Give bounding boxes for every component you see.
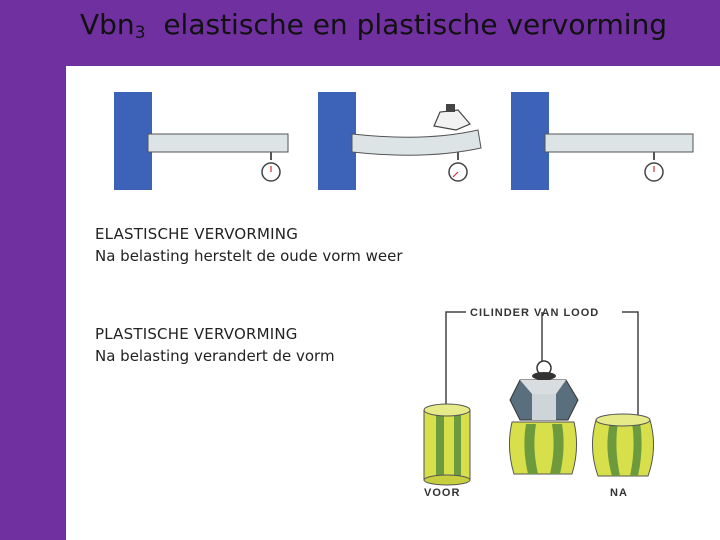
elastic-description: Na belasting herstelt de oude vorm weer xyxy=(95,247,403,265)
lead-cylinder-illustration: CILINDER VAN LOOD VOOR NA xyxy=(423,307,654,499)
label-cylinder-van-lood: CILINDER VAN LOOD xyxy=(470,307,599,319)
elastic-heading: ELASTISCHE VERVORMING xyxy=(95,225,299,243)
bracket-left xyxy=(445,311,466,408)
beam-panel-loaded xyxy=(318,92,482,190)
beam xyxy=(147,133,289,153)
wall xyxy=(114,92,152,190)
label-before: VOOR xyxy=(424,487,460,499)
cylinder-after xyxy=(592,413,654,477)
title-prefix: Vbn xyxy=(80,8,135,41)
weight xyxy=(433,109,471,131)
beam-panel-restored xyxy=(511,92,694,190)
cylinder-before xyxy=(423,403,471,486)
bracket-right xyxy=(622,311,639,416)
beam xyxy=(544,133,694,153)
cylinder-pressed xyxy=(508,360,579,475)
title-text: elastische en plastische vervorming xyxy=(163,8,668,41)
bent-beam xyxy=(351,129,482,156)
slide-title: Vbn3 elastische en plastische vervorming xyxy=(80,8,667,43)
content-panel: ELASTISCHE VERVORMING Na belasting herst… xyxy=(66,66,720,540)
wall xyxy=(511,92,549,190)
beam-illustration xyxy=(114,92,694,190)
plastic-heading: PLASTISCHE VERVORMING xyxy=(95,325,298,343)
beam-panel-unloaded xyxy=(114,92,289,190)
plastic-description: Na belasting verandert de vorm xyxy=(95,347,335,365)
wall xyxy=(318,92,356,190)
label-after: NA xyxy=(610,487,628,499)
title-subscript: 3 xyxy=(134,23,146,43)
